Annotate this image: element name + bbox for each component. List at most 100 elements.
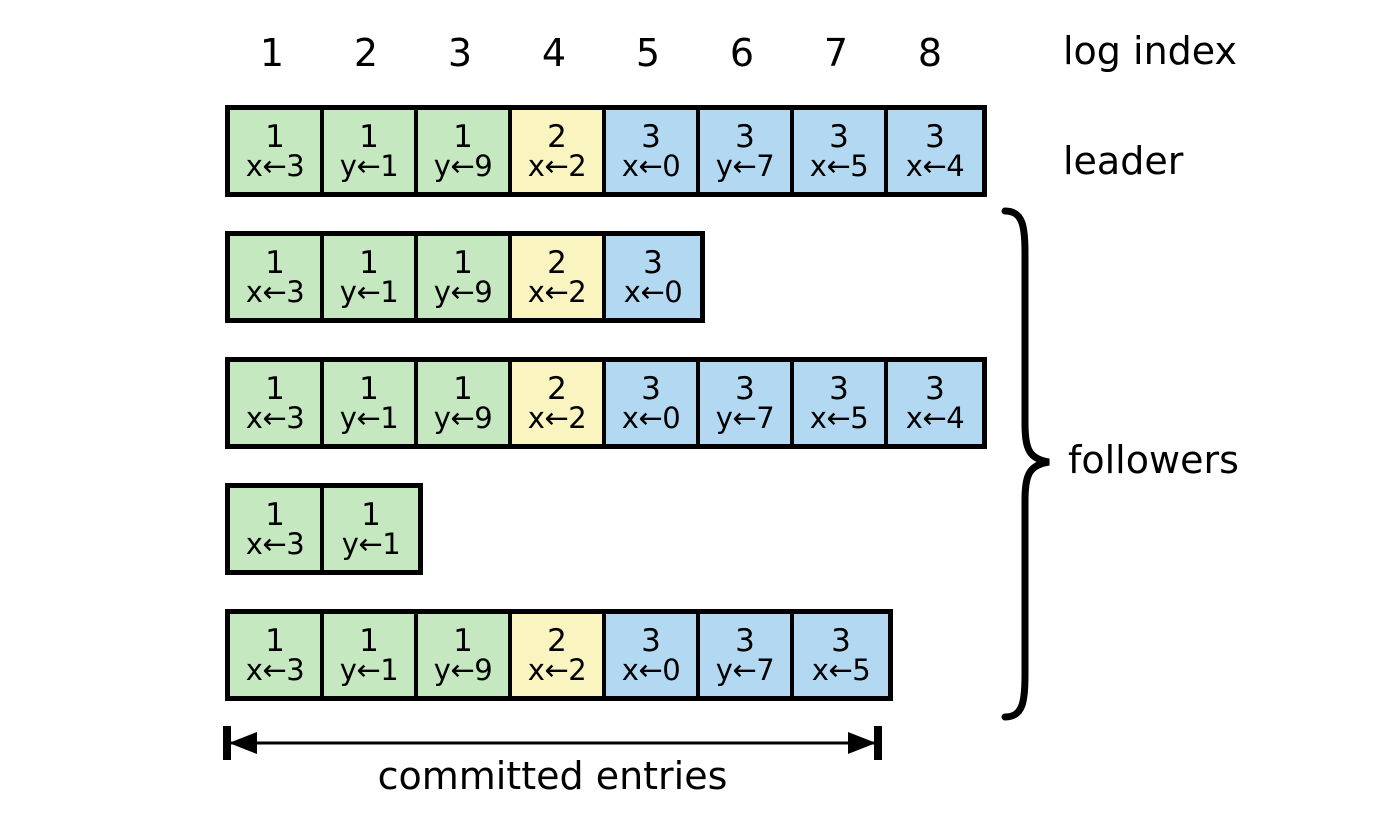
entry-term: 3 xyxy=(829,370,849,407)
entry-term: 1 xyxy=(265,496,285,533)
entry-command: x←0 xyxy=(621,653,681,688)
entry-command: x←0 xyxy=(623,275,683,310)
entry-term: 1 xyxy=(265,118,285,155)
entry-term: 3 xyxy=(735,370,755,407)
entry-command: y←1 xyxy=(339,653,399,688)
entry-command: y←1 xyxy=(339,401,399,436)
entry-term: 2 xyxy=(547,622,567,659)
entry-term: 1 xyxy=(359,622,379,659)
entry-term: 3 xyxy=(735,622,755,659)
entry-term: 3 xyxy=(641,622,661,659)
followers-brace-icon xyxy=(1001,207,1050,721)
log-index-label: log index xyxy=(1063,29,1237,73)
entry-term: 2 xyxy=(547,244,567,281)
committed-entries-label: committed entries xyxy=(377,754,728,798)
entry-term: 1 xyxy=(361,496,381,533)
entry-command: x←2 xyxy=(527,401,587,436)
entry-command: x←4 xyxy=(905,149,965,184)
entry-term: 1 xyxy=(265,370,285,407)
log-index-tick: 8 xyxy=(917,31,943,75)
entry-term: 1 xyxy=(265,622,285,659)
entry-command: x←3 xyxy=(245,527,305,562)
entry-command: y←9 xyxy=(433,401,493,436)
entry-command: y←9 xyxy=(433,149,493,184)
entry-command: x←3 xyxy=(245,275,305,310)
entry-term: 3 xyxy=(831,622,851,659)
entry-command: x←2 xyxy=(527,275,587,310)
entry-command: y←7 xyxy=(715,653,775,688)
entry-term: 3 xyxy=(925,370,945,407)
entry-term: 1 xyxy=(453,244,473,281)
entry-term: 1 xyxy=(359,370,379,407)
entry-command: x←3 xyxy=(245,653,305,688)
log-index-tick: 4 xyxy=(541,31,567,75)
entry-term: 3 xyxy=(925,118,945,155)
log-index-tick: 2 xyxy=(353,31,379,75)
entry-command: x←2 xyxy=(527,653,587,688)
entry-term: 3 xyxy=(735,118,755,155)
entry-command: x←5 xyxy=(811,653,871,688)
entry-term: 1 xyxy=(453,622,473,659)
log-index-tick: 5 xyxy=(635,31,661,75)
entry-term: 1 xyxy=(453,370,473,407)
entry-term: 3 xyxy=(643,244,663,281)
entry-command: y←7 xyxy=(715,149,775,184)
leader-label: leader xyxy=(1063,139,1184,183)
entry-command: y←9 xyxy=(433,653,493,688)
entry-command: y←7 xyxy=(715,401,775,436)
log-index-tick: 6 xyxy=(729,31,755,75)
entry-command: x←3 xyxy=(245,401,305,436)
entry-term: 1 xyxy=(359,118,379,155)
committed-entries-arrow xyxy=(223,726,882,760)
entry-command: x←5 xyxy=(809,401,869,436)
entry-command: x←5 xyxy=(809,149,869,184)
entry-term: 3 xyxy=(641,370,661,407)
entry-term: 1 xyxy=(359,244,379,281)
entry-command: y←1 xyxy=(339,149,399,184)
entry-term: 1 xyxy=(265,244,285,281)
entry-command: x←4 xyxy=(905,401,965,436)
entry-command: y←1 xyxy=(341,527,401,562)
entry-term: 3 xyxy=(641,118,661,155)
entry-command: y←1 xyxy=(339,275,399,310)
entry-term: 1 xyxy=(453,118,473,155)
log-index-tick: 1 xyxy=(259,31,285,75)
entry-term: 2 xyxy=(547,118,567,155)
entry-command: x←0 xyxy=(621,149,681,184)
